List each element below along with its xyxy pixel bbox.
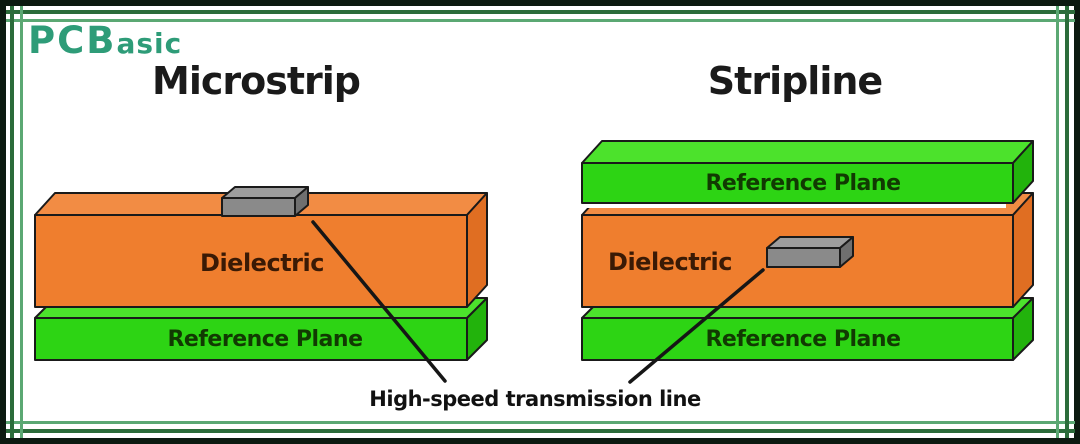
- green-slab-top-face: [581, 140, 1034, 164]
- stripline-top-reference-plane-slab: [581, 140, 1034, 204]
- trace-top-face: [221, 186, 309, 199]
- trace-front-face: [221, 197, 296, 217]
- microstrip-reference-plane-label: Reference Plane: [167, 327, 363, 352]
- stripline-top-reference-plane-label: Reference Plane: [705, 171, 901, 196]
- stripline-diagram: [578, 140, 1034, 384]
- microstrip-dielectric-label: Dielectric: [200, 249, 324, 277]
- microstrip-title: Microstrip: [152, 59, 361, 103]
- stripline-leader-line: [628, 268, 765, 384]
- air-gap: [578, 202, 1006, 208]
- stripline-title: Stripline: [707, 59, 883, 103]
- stripline-trace: [766, 236, 854, 268]
- trace-top-face: [766, 236, 854, 249]
- microstrip-trace: [221, 186, 309, 217]
- green-slab-front-face: [581, 317, 1014, 361]
- trace-front-face: [766, 247, 841, 268]
- logo-text-rest: asic: [116, 27, 183, 60]
- green-slab-front-face: [581, 162, 1014, 204]
- microstrip-leader-line: [311, 220, 447, 383]
- stripline-bottom-reference-plane-label: Reference Plane: [705, 327, 901, 352]
- microstrip-diagram: [34, 186, 488, 383]
- transmission-line-label: High-speed transmission line: [369, 387, 701, 411]
- logo-text-bold: PCB: [28, 19, 117, 62]
- stripline-dielectric-label: Dielectric: [608, 248, 732, 276]
- green-slab-front-face: [34, 317, 468, 361]
- pcbasic-logo: PCBasic: [28, 22, 182, 59]
